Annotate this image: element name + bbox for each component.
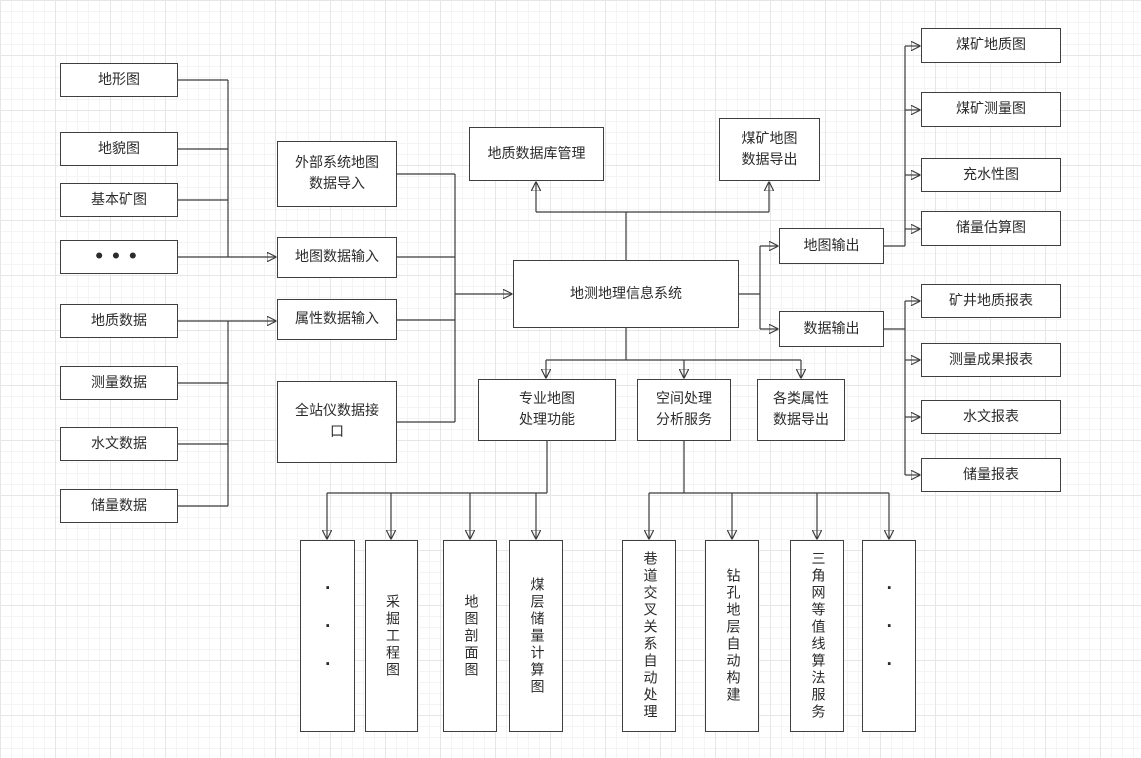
connector-services-trunk xyxy=(546,328,801,361)
node-mine-geology-report: 矿井地质报表 xyxy=(921,284,1061,318)
node-coal-geological-map: 煤矿地质图 xyxy=(921,28,1061,63)
node-borehole-strata-building: 钻孔地层自动构建 xyxy=(705,540,759,732)
node-survey-data: 测量数据 xyxy=(60,366,178,400)
node-total-station-interface: 全站仪数据接口 xyxy=(277,381,397,463)
connector-anafn-trunk xyxy=(649,441,889,494)
node-hydrological-data: 水文数据 xyxy=(60,427,178,461)
node-tin-contour-algorithm: 三角网等值线算法服务 xyxy=(790,540,844,732)
node-basic-mine-map: 基本矿图 xyxy=(60,183,178,217)
connector-output-trunk xyxy=(739,246,761,329)
node-more-analysis-functions: ··· xyxy=(862,540,916,732)
node-geodb-management: 地质数据库管理 xyxy=(469,127,604,181)
node-topographic-map: 地形图 xyxy=(60,63,178,97)
node-coal-seam-reserve-calc-map: 煤层储量计算图 xyxy=(509,540,563,732)
node-hydrology-report: 水文报表 xyxy=(921,400,1061,434)
node-coal-survey-map: 煤矿测量图 xyxy=(921,92,1061,127)
connector-maps-trunk xyxy=(178,79,229,257)
connector-data-trunk xyxy=(178,321,229,507)
node-mining-engineering-map: 采掘工程图 xyxy=(365,540,418,732)
node-center-system: 地测地理信息系统 xyxy=(513,260,739,328)
connector-top-trunk xyxy=(536,211,769,260)
node-map-profile: 地图剖面图 xyxy=(443,540,497,732)
node-pro-map-processing: 专业地图 处理功能 xyxy=(478,379,616,441)
node-map-data-input: 地图数据输入 xyxy=(277,237,397,278)
node-external-map-import: 外部系统地图 数据导入 xyxy=(277,141,397,207)
connector-inputs-trunk xyxy=(397,173,456,423)
node-reserve-estimate-map: 储量估算图 xyxy=(921,211,1061,246)
node-data-output: 数据输出 xyxy=(779,311,884,347)
node-survey-result-report: 测量成果报表 xyxy=(921,343,1061,377)
connector-mapfn-trunk xyxy=(327,441,548,494)
node-roadway-crossing-processing: 巷道交叉关系自动处理 xyxy=(622,540,676,732)
node-landform-map: 地貌图 xyxy=(60,132,178,166)
node-map-output: 地图输出 xyxy=(779,228,884,264)
node-geological-data: 地质数据 xyxy=(60,304,178,338)
connector-reports-trunk xyxy=(884,301,906,475)
node-coal-map-export: 煤矿地图 数据导出 xyxy=(719,118,820,181)
node-water-filling-map: 充水性图 xyxy=(921,158,1061,192)
node-reserve-data: 储量数据 xyxy=(60,489,178,523)
node-spatial-analysis: 空间处理 分析服务 xyxy=(637,379,731,441)
connector-mapproducts-trunk xyxy=(884,46,906,247)
node-more-map-sources: ••• xyxy=(60,240,178,274)
node-attribute-data-export: 各类属性 数据导出 xyxy=(757,379,845,441)
node-more-map-functions: ··· xyxy=(300,540,355,732)
node-attribute-data-input: 属性数据输入 xyxy=(277,299,397,340)
node-reserve-report: 储量报表 xyxy=(921,458,1061,492)
